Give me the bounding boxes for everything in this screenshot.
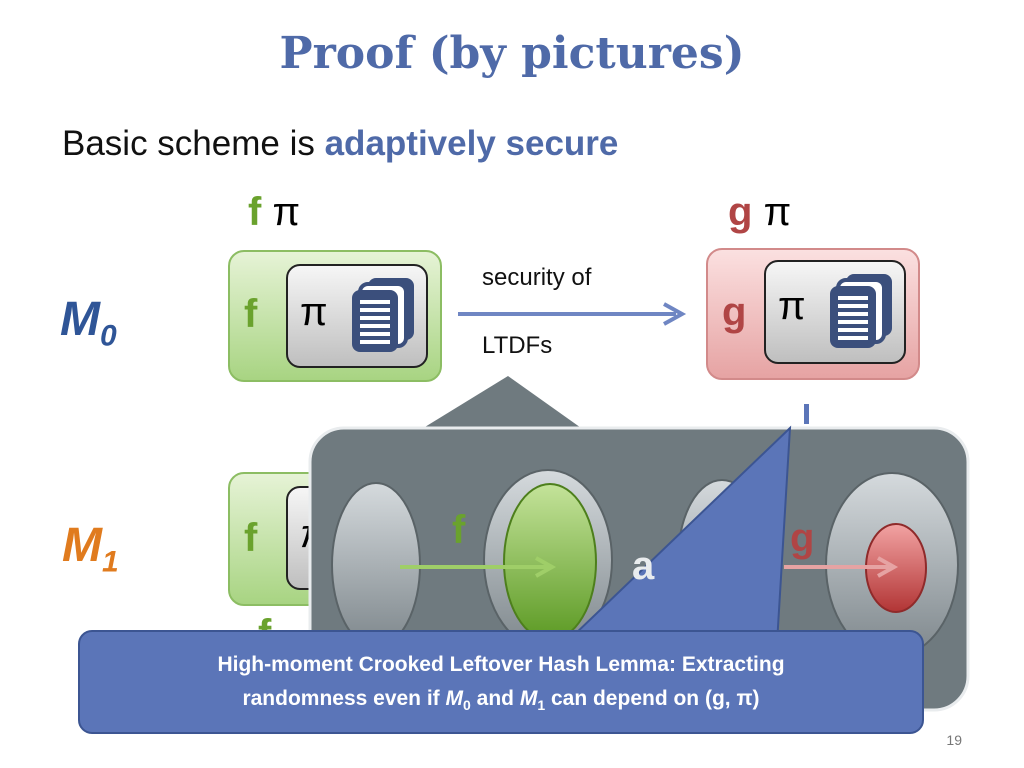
arrow-label-ltdfs: LTDFs: [482, 332, 553, 359]
top-right-label: g π: [728, 190, 791, 235]
m0-pi-card: π: [286, 264, 428, 368]
arrow-right-icon: [458, 302, 687, 326]
subtitle-highlight: adaptively secure: [324, 124, 619, 163]
m1-box-f: f: [244, 516, 258, 560]
top-left-f: f: [248, 190, 262, 234]
m0-box-f: f: [244, 292, 258, 336]
top-right-g: g: [728, 190, 753, 234]
document-icon: [352, 278, 414, 352]
document-icon: [830, 274, 892, 348]
overlay-f-label: f: [452, 508, 466, 552]
slide-subtitle: Basic scheme is adaptively secure: [62, 124, 618, 164]
m0-label: M0: [60, 293, 117, 353]
callout-line-1: High-moment Crooked Leftover Hash Lemma:…: [217, 653, 785, 676]
slide-title: Proof (by pictures): [279, 28, 745, 79]
m0-box-g: g: [722, 290, 747, 334]
m0-g-pi-card: π: [764, 260, 906, 364]
overlay-partial-label: a: [632, 544, 655, 588]
callout-box: High-moment Crooked Leftover Hash Lemma:…: [78, 630, 924, 734]
m0-box-pi: π: [300, 290, 328, 334]
callout-line-2: randomness even if M0 and M1 can depend …: [242, 687, 760, 714]
arrow-label-security: security of: [482, 264, 592, 291]
top-left-pi: π: [272, 190, 301, 234]
callout-text: High-moment Crooked Leftover Hash Lemma:…: [80, 648, 922, 722]
m0-f-box: f π: [228, 250, 442, 382]
page-number: 19: [946, 732, 962, 748]
overlay-g-label: g: [790, 516, 815, 560]
m0-g-box: g π: [706, 248, 920, 380]
tick-mark: [804, 404, 809, 424]
top-right-pi: π: [763, 190, 792, 234]
top-left-label: f π: [248, 190, 300, 235]
subtitle-plain: Basic scheme is: [62, 124, 325, 163]
m1-label: M1: [62, 519, 119, 579]
m0-g-box-pi: π: [778, 284, 806, 328]
